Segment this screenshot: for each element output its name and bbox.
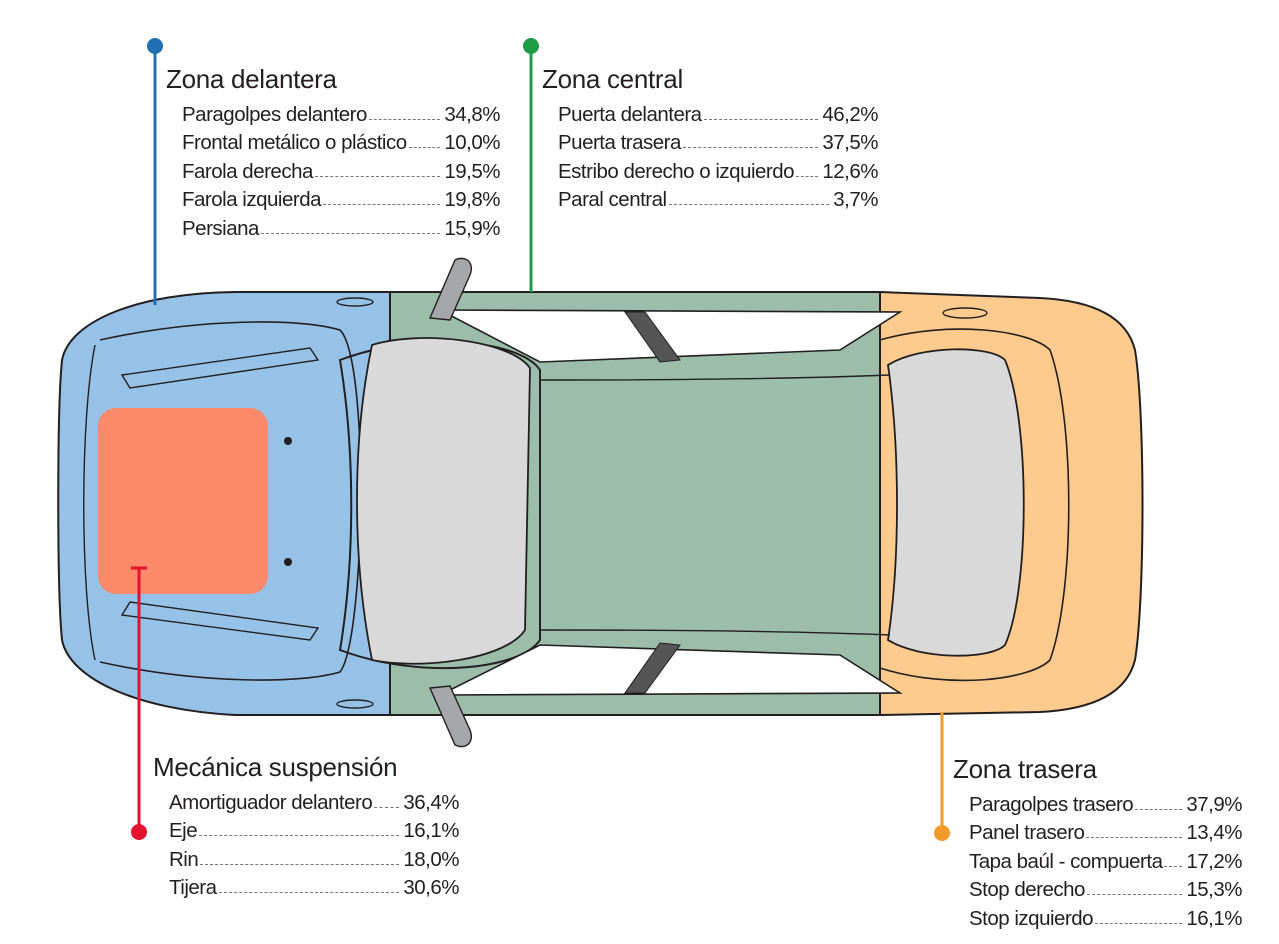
front-zone-legend: Zona delantera Paragolpes delantero 34,8%… [166, 64, 500, 241]
part-name: Tapa baúl - compuerta [969, 849, 1163, 873]
part-percentage: 16,1% [403, 819, 459, 842]
legend-row: Puerta delantera 46,2% [558, 98, 878, 127]
part-name: Paragolpes delantero [182, 102, 367, 126]
legend-row: Stop derecho 15,3% [969, 874, 1242, 903]
front-callout-dot [147, 38, 163, 54]
dotted-leader [368, 118, 441, 120]
windshield [356, 337, 531, 665]
right-mirror [428, 685, 472, 748]
part-percentage: 13,4% [1186, 821, 1242, 844]
dotted-leader [408, 147, 441, 148]
legend-row: Paragolpes delantero 34,8% [182, 98, 500, 127]
part-name: Frontal metálico o plástico [182, 131, 407, 154]
mechanical-zone-legend: Mecánica suspensión Amortiguador delante… [153, 752, 459, 900]
part-percentage: 17,2% [1186, 849, 1242, 873]
central-zone-title: Zona central [542, 64, 683, 94]
part-name: Stop derecho [969, 878, 1085, 901]
dotted-leader [668, 204, 830, 205]
dotted-leader [1095, 922, 1183, 924]
dotted-leader [1086, 837, 1183, 838]
legend-row: Estribo derecho o izquierdo 12,6% [558, 155, 878, 184]
legend-row: Tapa baúl - compuerta 17,2% [969, 845, 1242, 874]
legend-row: Paral central 3,7% [558, 184, 878, 213]
legend-row: Frontal metálico o plástico 10,0% [182, 127, 500, 156]
legend-row: Farola derecha 19,5% [182, 155, 500, 184]
part-percentage: 12,6% [822, 159, 878, 183]
dotted-leader [200, 863, 400, 865]
dotted-leader [682, 147, 819, 148]
legend-row: Puerta trasera 37,5% [558, 127, 878, 156]
part-percentage: 19,8% [444, 188, 500, 211]
dotted-leader [199, 835, 400, 836]
dotted-leader [260, 232, 441, 234]
legend-row: Stop izquierdo 16,1% [969, 902, 1242, 931]
mechanical-zone-title: Mecánica suspensión [153, 752, 398, 782]
mechanical-zone-items: Amortiguador delantero 36,4% Eje 16,1% Rin 18… [169, 786, 459, 900]
left-mirror [428, 257, 472, 321]
legend-row: Farola izquierda 19,8% [182, 184, 500, 213]
part-percentage: 30,6% [403, 876, 459, 899]
rear-zone-items: Paragolpes trasero 37,9% Panel trasero 13,4… [969, 788, 1242, 931]
dotted-leader [323, 204, 441, 205]
dotted-leader [218, 892, 400, 893]
part-percentage: 19,5% [444, 159, 500, 183]
part-percentage: 36,4% [403, 790, 459, 814]
dotted-leader [1164, 865, 1183, 867]
legend-row: Persiana 15,9% [182, 212, 500, 241]
part-name: Paragolpes trasero [969, 792, 1134, 816]
legend-row: Eje 16,1% [169, 815, 459, 844]
rear-zone-title: Zona trasera [953, 754, 1097, 784]
front-zone-title: Zona delantera [166, 64, 337, 94]
part-percentage: 37,9% [1186, 792, 1242, 816]
part-percentage: 3,7% [833, 188, 878, 211]
part-percentage: 18,0% [403, 847, 459, 871]
dotted-leader [1135, 808, 1183, 810]
legend-row: Rin 18,0% [169, 843, 459, 872]
legend-row: Paragolpes trasero 37,9% [969, 788, 1242, 817]
part-percentage: 15,3% [1186, 878, 1242, 901]
part-percentage: 46,2% [822, 102, 878, 126]
part-name: Rin [169, 847, 199, 871]
central-callout-dot [523, 38, 539, 54]
part-name: Farola izquierda [182, 188, 322, 211]
part-name: Eje [169, 819, 198, 842]
part-percentage: 10,0% [444, 131, 500, 154]
part-name: Puerta trasera [558, 131, 681, 154]
central-zone-items: Puerta delantera 46,2% Puerta trasera 37,5%… [558, 98, 878, 212]
part-name: Estribo derecho o izquierdo [558, 159, 795, 183]
dotted-leader [796, 175, 819, 177]
dotted-leader [314, 175, 441, 177]
part-name: Panel trasero [969, 821, 1085, 844]
part-percentage: 15,9% [444, 216, 500, 240]
legend-row: Tijera 30,6% [169, 872, 459, 901]
part-name: Amortiguador delantero [169, 790, 373, 814]
part-percentage: 34,8% [444, 102, 500, 126]
dotted-leader [703, 118, 819, 120]
rear-window [887, 348, 1025, 657]
part-name: Tijera [169, 876, 217, 899]
engine-area [98, 408, 268, 594]
mechanical-callout-dot [131, 824, 147, 840]
part-name: Stop izquierdo [969, 906, 1094, 930]
part-name: Persiana [182, 216, 259, 240]
rear-callout-dot [934, 825, 950, 841]
dotted-leader [1086, 894, 1183, 895]
part-percentage: 16,1% [1186, 906, 1242, 930]
part-name: Farola derecha [182, 159, 313, 183]
part-name: Paral central [558, 188, 667, 211]
legend-row: Amortiguador delantero 36,4% [169, 786, 459, 815]
part-name: Puerta delantera [558, 102, 702, 126]
part-percentage: 37,5% [822, 131, 878, 154]
legend-row: Panel trasero 13,4% [969, 817, 1242, 846]
dotted-leader [374, 806, 400, 808]
